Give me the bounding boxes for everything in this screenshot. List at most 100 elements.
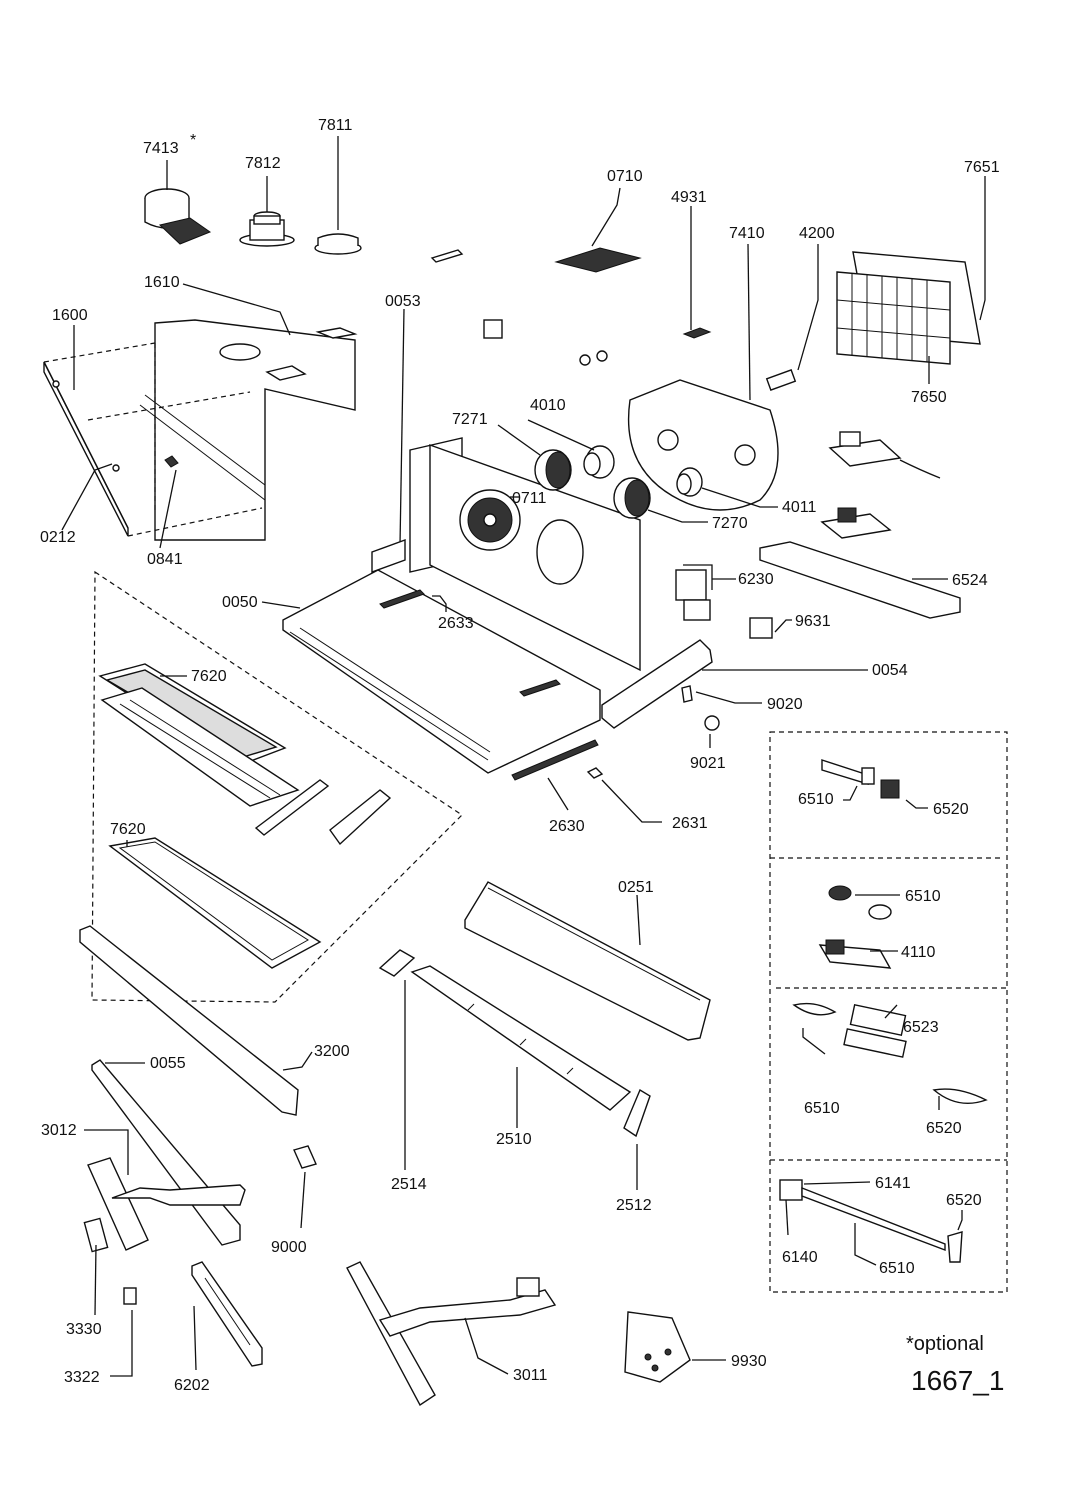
filter-group-outline — [91, 570, 463, 1003]
label-7620-lower: 7620 — [110, 821, 146, 838]
leader-7270 — [647, 509, 708, 523]
leader-9631 — [774, 619, 792, 633]
label-7271: 7271 — [452, 411, 488, 428]
label-0055: 0055 — [150, 1055, 186, 1072]
part-4931 — [682, 327, 712, 339]
label-2630: 2630 — [549, 818, 585, 835]
leader-3330 — [94, 1244, 97, 1316]
leader-box1-6520 — [905, 799, 928, 809]
leader-2630 — [547, 777, 569, 811]
label-7270: 7270 — [712, 515, 748, 532]
leader-0710 — [591, 187, 621, 247]
optional-footnote: *optional — [906, 1333, 984, 1355]
leader-3011 — [464, 1317, 509, 1375]
leader-2631 — [601, 779, 662, 823]
part-9631-clip — [749, 617, 773, 639]
label-3330: 3330 — [66, 1321, 102, 1338]
leader-9000 — [300, 1171, 306, 1229]
part-filter-handle — [329, 789, 392, 846]
label-0050: 0050 — [222, 594, 258, 611]
part-6202-control-board — [191, 1261, 263, 1367]
label-box4-6510: 6510 — [879, 1260, 915, 1277]
part-9020-bracket — [681, 685, 693, 703]
leader-box3-6510 — [802, 1028, 826, 1055]
part-0841-clip — [164, 455, 179, 468]
part-0710-grille — [554, 247, 642, 273]
part-3330-button — [83, 1217, 109, 1253]
leader-3200 — [282, 1051, 313, 1071]
leader-0251 — [636, 894, 641, 946]
leader-7410 — [747, 243, 751, 401]
part-small-clip — [430, 249, 464, 263]
label-box1-6520: 6520 — [933, 801, 969, 818]
part-0251-rear-profile — [464, 881, 711, 1041]
leader-box1-6510 — [843, 785, 858, 801]
label-6524: 6524 — [952, 572, 988, 589]
part-2631-nut — [586, 767, 604, 779]
label-3322: 3322 — [64, 1369, 100, 1386]
part-3200-trim-strip — [79, 925, 299, 1116]
label-0711: 0711 — [512, 490, 547, 507]
part-3012-control-holder — [87, 1157, 246, 1251]
part-box3-6520-socket — [932, 1088, 988, 1104]
label-box3-6510: 6510 — [804, 1100, 840, 1117]
label-2510: 2510 — [496, 1131, 532, 1148]
leader-1610 — [182, 283, 291, 336]
leader-box4-6141 — [803, 1181, 871, 1185]
leader-7651 — [979, 176, 986, 321]
label-0053: 0053 — [385, 293, 421, 310]
label-0710: 0710 — [607, 168, 643, 185]
diagram-code: 1667_1 — [911, 1365, 1004, 1396]
label-box3-6520: 6520 — [926, 1120, 962, 1137]
label-0251: 0251 — [618, 879, 654, 896]
label-box2-4110: 4110 — [901, 944, 936, 961]
label-6230: 6230 — [738, 571, 774, 588]
part-box1-6510-lamp — [821, 759, 875, 785]
leader-box4-6510 — [854, 1223, 877, 1266]
label-7650: 7650 — [911, 389, 947, 406]
part-2512-bracket — [623, 1088, 651, 1138]
part-box2-6510-lamp-2 — [868, 904, 892, 920]
label-9930: 9930 — [731, 1353, 767, 1370]
part-box3-6523-transformer — [843, 1003, 907, 1058]
part-7620-grease-filter-upper — [98, 663, 300, 807]
label-0212: 0212 — [40, 529, 76, 546]
label-2512: 2512 — [616, 1197, 652, 1214]
part-fan-motor-plate — [371, 437, 641, 672]
part-6230-switch — [675, 569, 711, 621]
label-1610: 1610 — [144, 274, 180, 291]
part-0054-side-rail — [601, 639, 713, 729]
label-6202: 6202 — [174, 1377, 210, 1394]
part-2514-bracket — [378, 949, 416, 977]
leader-box4-6140 — [785, 1199, 789, 1236]
part-7811-cap — [314, 233, 362, 255]
label-9020: 9020 — [767, 696, 803, 713]
part-7620-grease-filter-lower — [108, 837, 322, 969]
part-6524-light-rail — [759, 541, 961, 619]
label-box1-6510: 6510 — [798, 791, 834, 808]
label-9631: 9631 — [795, 613, 831, 630]
label-2631: 2631 — [672, 815, 708, 832]
label-2633: 2633 — [438, 615, 474, 632]
leader-0212 — [61, 463, 113, 531]
label-3200: 3200 — [314, 1043, 350, 1060]
part-filter-latch-strip — [254, 779, 330, 836]
label-7811: 7811 — [318, 117, 353, 134]
leader-box4-6520 — [957, 1210, 963, 1231]
label-2514: 2514 — [391, 1176, 427, 1193]
label-7413: 7413 — [143, 140, 179, 157]
part-box2-6510-lamp — [828, 885, 852, 901]
leader-0050 — [261, 601, 301, 609]
part-9930-screw-bag — [624, 1311, 691, 1383]
label-4011: 4011 — [782, 499, 817, 516]
part-box1-6520-socket — [880, 779, 900, 799]
label-4200: 4200 — [799, 225, 835, 242]
part-2630-rail — [511, 739, 599, 781]
part-box4-6520-socket — [947, 1231, 963, 1263]
leader-7271 — [497, 424, 541, 456]
part-box3-6510-halogen-lamp — [792, 1002, 837, 1016]
part-0050-base-tray — [282, 569, 601, 774]
part-4010-motor — [583, 445, 615, 479]
leader-4010 — [527, 419, 595, 451]
leader-2633 — [432, 595, 447, 612]
